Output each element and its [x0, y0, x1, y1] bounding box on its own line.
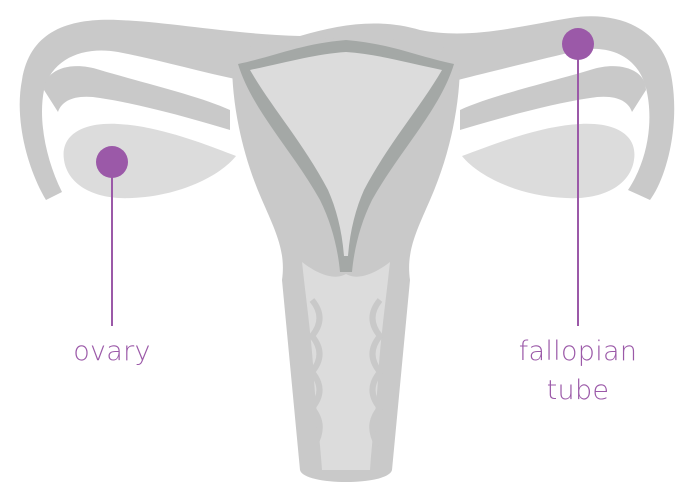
ovary-marker-dot	[96, 146, 128, 178]
left-tube-loop	[44, 66, 230, 130]
fallopian-label-line1: fallopian	[519, 336, 638, 367]
ovary-label: ovary	[73, 336, 151, 367]
right-ovary	[462, 124, 634, 198]
right-tube-loop	[460, 66, 646, 130]
fallopian-label-line2: tube	[547, 375, 610, 406]
fallopian-marker-dot	[562, 28, 594, 60]
left-ovary	[64, 124, 236, 198]
